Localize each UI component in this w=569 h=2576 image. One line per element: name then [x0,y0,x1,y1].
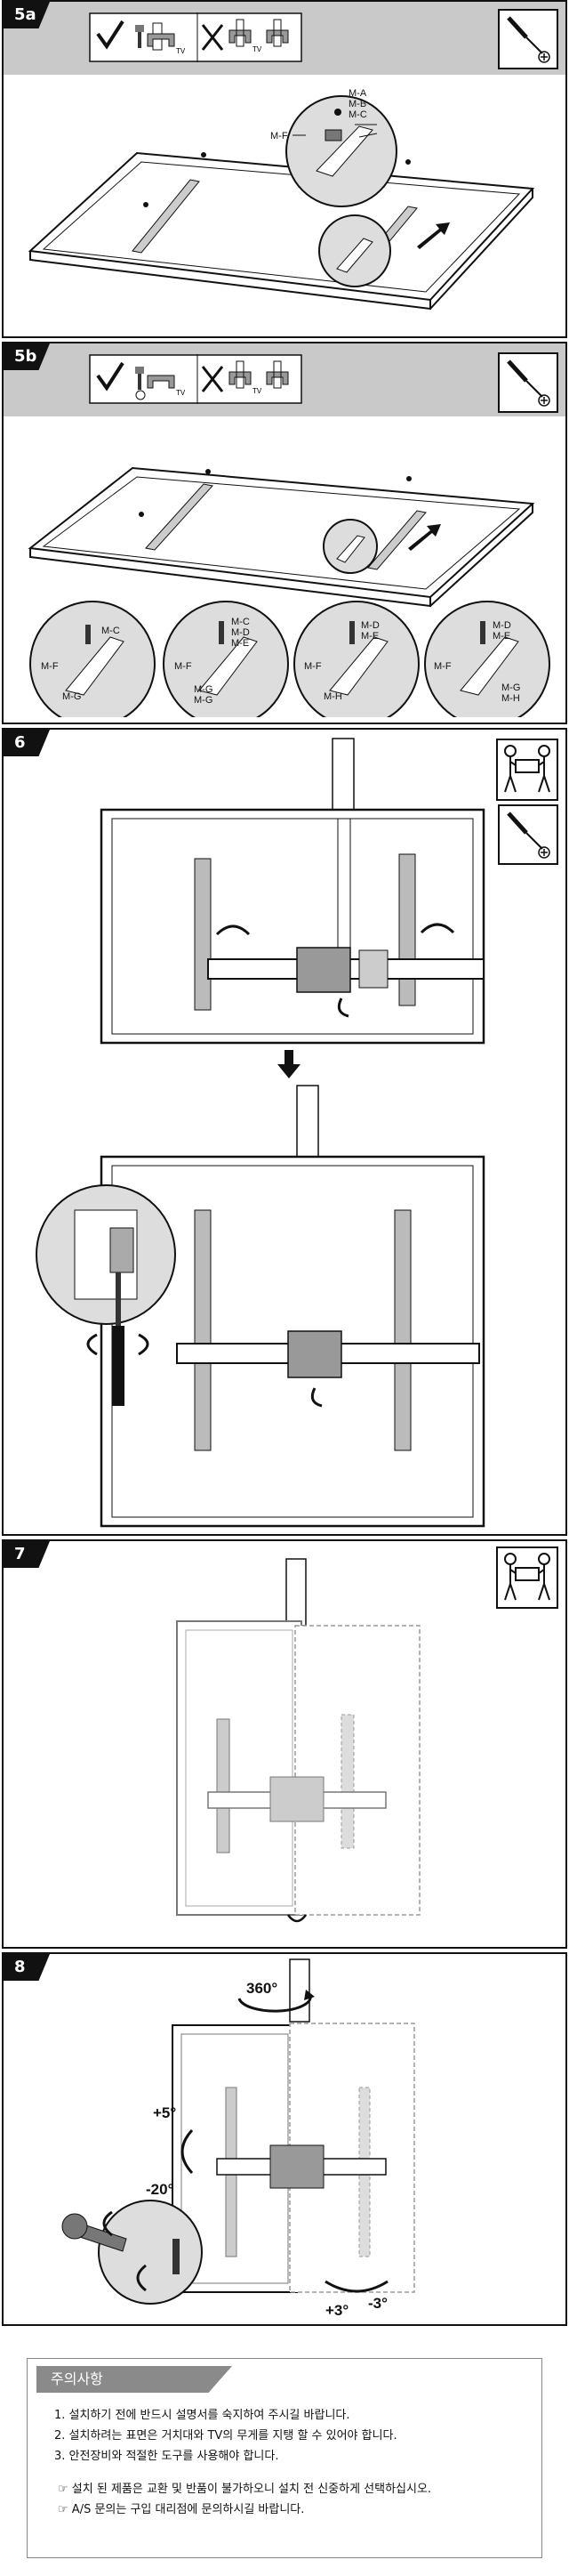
svg-text:TV: TV [176,47,186,55]
callout-3-top1: M-D [361,620,380,631]
screwdriver-icon [507,812,550,859]
pointing-hand-icon: ☞ [58,2483,72,2496]
swivel-neg-label: -3° [368,2295,388,2312]
tilt-down-label: -20° [146,2181,174,2198]
caution-box: 주의사항 1. 설치하기 전에 반드시 설명서를 숙지하여 주시길 바랍니다. … [27,2358,542,2558]
callout-2-top3: M-E [231,638,249,649]
callout-2-left: M-F [174,661,192,672]
tool-box [498,804,558,865]
callout-2-top1: M-C [231,617,250,627]
two-person-lift-icon [504,1553,550,1601]
swivel-pos-label: +3° [325,2302,349,2319]
tool-box [498,9,558,69]
callout-m-f: M-F [270,131,288,141]
pointing-hand-icon: ☞ [58,2503,72,2516]
caution-line: 2. 설치하려는 표면은 거치대와 TV의 무게를 지탱 할 수 있어야 합니다… [54,2429,397,2443]
two-person-box [496,739,558,801]
callout-1-bottom: M-G [62,691,81,702]
caution-note: ☞ A/S 문의는 구입 대리점에 문의하시길 바랍니다. [54,2499,534,2520]
tv-back-bracket-illustration: M-A M-B M-C M-F [28,88,535,311]
callout-m-a: M-A [349,88,367,99]
svg-text:TV: TV [252,387,262,395]
spacer [54,2467,534,2479]
callout-4-top2: M-E [493,631,510,642]
callout-2-top2: M-D [231,627,250,638]
tv-hang-illustration [36,738,485,1528]
rotate-360-label: 360° [246,1980,277,1997]
screwdriver-icon [507,16,550,63]
callout-3-bottom: M-H [324,691,342,702]
caution-line: 1. 설치하기 전에 반드시 설명서를 숙지하여 주시길 바랍니다. [54,2409,350,2422]
callout-3-left: M-F [304,661,322,672]
callout-m-c: M-C [349,109,367,120]
tv-profile-illustration [176,1558,421,1923]
two-person-lift-icon [504,745,550,793]
hardware-check-icon: TV TV [89,12,302,62]
svg-text:TV: TV [176,389,186,397]
callout-1-top: M-C [101,626,120,636]
step-8-panel: 8 360° +5° -20° +3° -3° [2,1952,567,2326]
callout-4-top1: M-D [493,620,511,631]
step-number: 8 [4,1954,50,1981]
tool-box [498,352,558,413]
caution-note-text: 설치 된 제품은 교환 및 반품이 불가하오니 설치 전 신중하게 선택하십시오… [71,2483,432,2496]
callout-4-bottom1: M-G [501,682,520,693]
tv-adjust-illustration: 360° +5° -20° +3° -3° [61,1958,415,2319]
caution-note: ☞ 설치 된 제품은 교환 및 반품이 불가하오니 설치 전 신중하게 선택하십… [54,2479,534,2499]
screwdriver-icon [507,359,550,407]
callout-2-bottom1: M-G [194,684,212,695]
caution-line: 3. 안전장비와 적절한 도구를 사용해야 합니다. [54,2450,279,2463]
callout-m-b: M-B [349,99,366,109]
hardware-check-icon: TV TV [89,354,302,404]
callout-4-left: M-F [434,661,452,672]
two-person-box [496,1546,558,1609]
callout-4-bottom2: M-H [501,693,520,704]
callout-3-top2: M-E [361,631,379,642]
tilt-up-label: +5° [153,2104,176,2121]
callout-1-left: M-F [41,661,59,672]
caution-note-text: A/S 문의는 구입 대리점에 문의하시길 바랍니다. [71,2503,305,2516]
svg-text:TV: TV [252,45,262,53]
caution-list: 1. 설치하기 전에 반드시 설명서를 숙지하여 주시길 바랍니다. 2. 설치… [54,2405,534,2520]
tv-back-bracket-illustration: M-C M-F M-G M-C M-D M-E M-F M-G M-G M-D … [28,466,550,717]
step-7-panel: 7 [2,1539,567,1949]
step-5b-panel: 5b TV TV [2,342,567,724]
caution-title: 주의사항 [36,2366,232,2393]
step-6-panel: 6 [2,728,567,1536]
callout-2-bottom2: M-G [194,695,212,706]
step-5a-panel: 5a TV TV [2,0,567,338]
